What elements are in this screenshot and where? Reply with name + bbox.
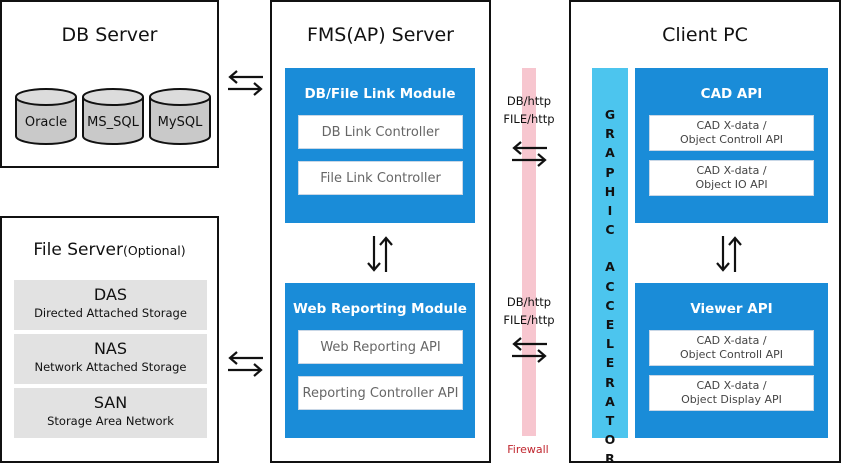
viewer-api-item-object-display: CAD X-data / Object Display API [649, 375, 814, 411]
accelerator-letter: A [605, 145, 615, 161]
accelerator-letter: I [607, 203, 613, 219]
accelerator-letter: O [604, 432, 616, 448]
lower-protocol-line2: FILE/http [503, 313, 555, 327]
accelerator-letter: A [605, 393, 615, 409]
file-fms-bidirectional-arrow [228, 351, 263, 377]
database-label-mysql: MySQL [157, 115, 203, 130]
client-pc-title: Client PC [662, 24, 748, 46]
web-reporting-module-title: Web Reporting Module [293, 301, 467, 317]
accelerator-letter: E [605, 317, 615, 333]
cad-api-item-1-line1: CAD X-data / [696, 119, 767, 132]
viewer-api-item-object-controll: CAD X-data / Object Controll API [649, 330, 814, 366]
firewall-label: Firewall [507, 443, 549, 456]
lower-protocol-line1: DB/http [506, 295, 552, 309]
storage-san: SAN Storage Area Network [14, 388, 207, 438]
storage-das-name: DAS [93, 285, 128, 304]
fms-server-title: FMS(AP) Server [306, 24, 454, 46]
oracle-database-icon: Oracle [15, 88, 77, 146]
accelerator-letter: R [605, 126, 615, 142]
accelerator-letter: R [605, 374, 615, 390]
mssql-database-icon: MS_SQL [82, 88, 144, 146]
accelerator-letter: R [605, 451, 615, 467]
storage-nas-desc: Network Attached Storage [34, 360, 187, 374]
db-file-link-module-title: DB/File Link Module [304, 86, 456, 102]
cad-api-item-2-line2: Object IO API [695, 178, 768, 191]
accelerator-letter: E [605, 355, 615, 371]
cad-api-item-1-line2: Object Controll API [679, 133, 784, 146]
lower-bidirectional-arrow [512, 337, 547, 363]
storage-nas: NAS Network Attached Storage [14, 334, 207, 384]
storage-das: DAS Directed Attached Storage [14, 280, 207, 330]
accelerator-letter: C [605, 278, 615, 294]
mysql-database-icon: MySQL [149, 88, 211, 146]
storage-nas-name: NAS [93, 339, 128, 358]
file-link-controller: File Link Controller [298, 161, 463, 195]
upper-protocol-line1: DB/http [506, 94, 552, 108]
cad-api-title: CAD API [700, 86, 763, 102]
accelerator-letter: T [605, 413, 615, 429]
cad-api-item-object-io: CAD X-data / Object IO API [649, 160, 814, 196]
cad-api-item-object-controll: CAD X-data / Object Controll API [649, 115, 814, 151]
accelerator-letter: G [604, 107, 616, 122]
upper-bidirectional-arrow [512, 141, 547, 167]
db-file-link-module: DB/File Link Module DB Link Controller F… [285, 68, 475, 223]
viewer-api-item-2-line1: CAD X-data / [696, 379, 767, 392]
accelerator-letter: H [604, 183, 616, 199]
db-server-panel: DB Server Oracle MS_SQL MySQL [0, 0, 219, 168]
file-server-title-suffix: (Optional) [123, 243, 186, 258]
storage-san-name: SAN [93, 393, 128, 412]
web-reporting-module: Web Reporting Module Web Reporting API R… [285, 283, 475, 438]
db-link-controller: DB Link Controller [298, 115, 463, 149]
viewer-api-item-2-line2: Object Display API [681, 393, 782, 406]
accelerator-letter: A [605, 259, 615, 275]
upper-protocol-line2: FILE/http [503, 112, 555, 126]
file-server-title-main: File Server [33, 240, 123, 260]
accelerator-letter: P [605, 164, 615, 180]
viewer-api-module: Viewer API CAD X-data / Object Controll … [635, 283, 828, 438]
file-server-title: File Server(Optional) [2, 240, 217, 260]
accelerator-letter: L [606, 336, 614, 352]
db-fms-bidirectional-arrow [228, 70, 263, 96]
viewer-api-title: Viewer API [690, 301, 773, 317]
db-server-title: DB Server [61, 24, 158, 46]
cad-api-module: CAD API CAD X-data / Object Controll API… [635, 68, 828, 223]
file-server-panel: File Server(Optional) DAS Directed Attac… [0, 216, 219, 463]
viewer-api-item-1-line2: Object Controll API [679, 348, 784, 361]
storage-das-desc: Directed Attached Storage [34, 306, 187, 320]
client-vertical-arrow [716, 236, 742, 272]
accelerator-letter: C [605, 297, 615, 313]
cad-api-item-2-line1: CAD X-data / [696, 164, 767, 177]
web-reporting-api: Web Reporting API [298, 330, 463, 364]
reporting-controller-api: Reporting Controller API [298, 376, 463, 410]
viewer-api-item-1-line1: CAD X-data / [696, 334, 767, 347]
storage-san-desc: Storage Area Network [47, 414, 174, 428]
module-vertical-arrow [367, 236, 393, 272]
database-label-oracle: Oracle [24, 115, 68, 130]
database-label-mssql: MS_SQL [87, 115, 139, 130]
accelerator-letter: C [605, 222, 615, 238]
